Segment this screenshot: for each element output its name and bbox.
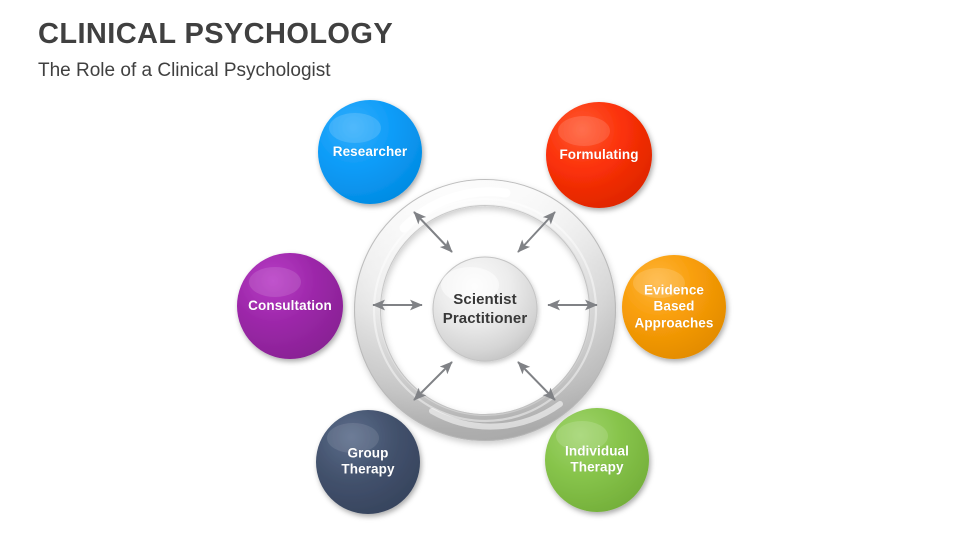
node-researcher[interactable] bbox=[318, 100, 422, 204]
formulating-circle[interactable] bbox=[546, 102, 652, 208]
header: CLINICAL PSYCHOLOGY The Role of a Clinic… bbox=[38, 18, 658, 83]
double-headed-arrow-up-left bbox=[413, 211, 453, 253]
node-evidence-based-approaches[interactable] bbox=[622, 255, 726, 359]
group-gloss bbox=[327, 423, 379, 453]
consultation-gloss bbox=[249, 267, 301, 297]
ring-specular-bottom bbox=[429, 401, 563, 430]
scientist-practitioner-node[interactable] bbox=[432, 256, 538, 362]
evidence-based-approaches-circle[interactable] bbox=[622, 255, 726, 359]
double-headed-arrow-down-right bbox=[517, 361, 556, 401]
individual-gloss bbox=[556, 421, 608, 451]
arrow-group bbox=[372, 211, 598, 401]
ring-outer-edge bbox=[353, 178, 617, 442]
researcher-circle[interactable] bbox=[318, 100, 422, 204]
individual-therapy-circle[interactable] bbox=[545, 408, 649, 512]
double-headed-arrow-up-right bbox=[517, 211, 556, 253]
node-individual-therapy[interactable] bbox=[545, 408, 649, 512]
node-consultation[interactable] bbox=[237, 253, 343, 359]
group-therapy-circle[interactable] bbox=[316, 410, 420, 514]
page-subtitle: The Role of a Clinical Psychologist bbox=[38, 60, 331, 82]
formulating-gloss bbox=[558, 116, 610, 146]
evidence-gloss bbox=[633, 268, 685, 298]
node-group-therapy[interactable] bbox=[316, 410, 420, 514]
researcher-gloss bbox=[329, 113, 381, 143]
outer-ring bbox=[353, 178, 617, 442]
hub-gloss bbox=[441, 267, 499, 303]
page-title: CLINICAL PSYCHOLOGY bbox=[38, 18, 394, 50]
double-headed-arrow-down-left bbox=[413, 361, 453, 401]
node-formulating[interactable] bbox=[546, 102, 652, 208]
consultation-circle[interactable] bbox=[237, 253, 343, 359]
